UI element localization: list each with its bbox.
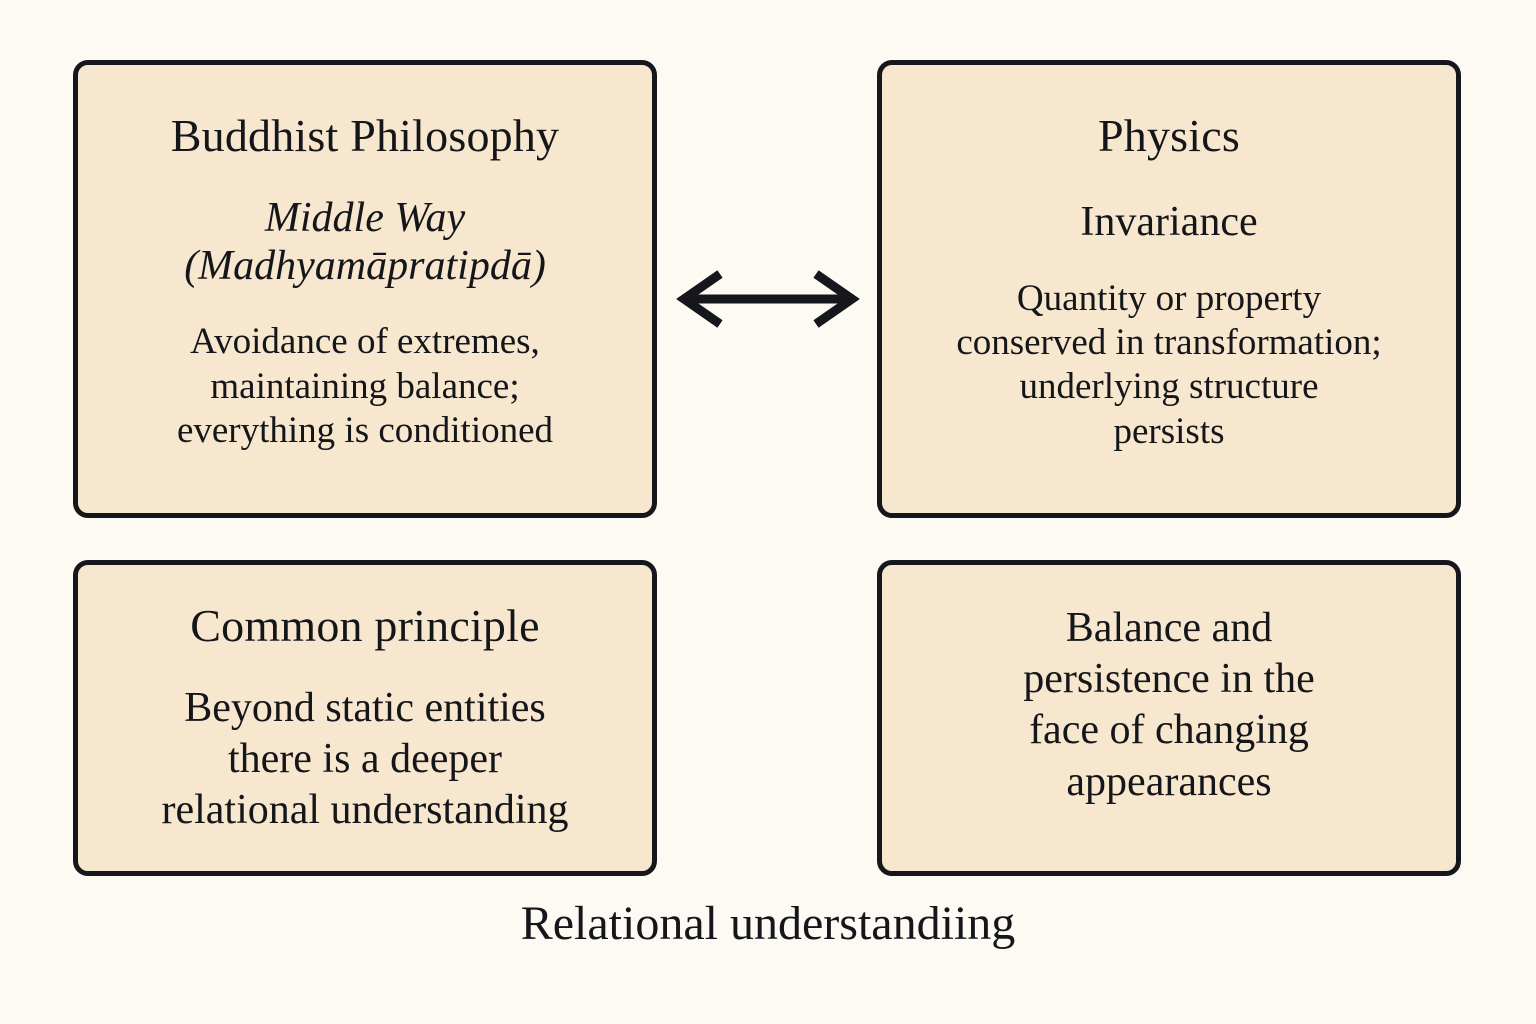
box-subtitle-invariance: Invariance	[1080, 198, 1258, 245]
middle-way-line-2: (Madhyamāpratipdā)	[184, 242, 546, 289]
buddhist-body-line-3: everything is conditioned	[176, 410, 554, 452]
buddhist-body-line-2: maintaining balance;	[210, 365, 520, 407]
middle-way-line-1: Middle Way	[264, 194, 466, 241]
concept-box-balance-persistence: Balance and persistence in the face of c…	[877, 560, 1461, 876]
balance-body-line-3: face of changing	[1029, 707, 1309, 754]
concept-box-physics: Physics Invariance Quantity or property …	[877, 60, 1461, 518]
box-title-buddhist-philosophy: Buddhist Philosophy	[170, 110, 560, 161]
physics-body-line-4: persists	[1113, 410, 1225, 452]
box-body-buddhist-philosophy: Avoidance of extremes, maintaining balan…	[177, 320, 553, 453]
box-body-balance-persistence: Balance and persistence in the face of c…	[1023, 603, 1315, 808]
balance-body-line-4: appearances	[1066, 758, 1272, 805]
box-subtitle-middle-way: Middle Way (Madhyamāpratipdā)	[184, 195, 546, 291]
box-title-physics: Physics	[1098, 110, 1240, 161]
concept-box-common-principle: Common principle Beyond static entities …	[73, 560, 657, 876]
balance-body-line-2: persistence in the	[1023, 656, 1315, 703]
box-body-physics: Quantity or property conserved in transf…	[956, 277, 1381, 455]
buddhist-body-line-1: Avoidance of extremes,	[190, 321, 540, 363]
concept-box-buddhist-philosophy: Buddhist Philosophy Middle Way (Madhyamā…	[73, 60, 657, 518]
box-body-common-principle: Beyond static entities there is a deeper…	[161, 683, 568, 837]
common-body-line-3: relational understanding	[161, 787, 569, 834]
physics-body-line-2: conserved in transformation;	[956, 321, 1382, 363]
physics-body-line-3: underlying structure	[1019, 366, 1319, 408]
diagram-caption: Relational understandiing	[520, 897, 1016, 950]
box-title-common-principle: Common principle	[190, 600, 540, 651]
bidirectional-arrow-icon	[672, 268, 864, 330]
physics-body-line-1: Quantity or property	[1016, 277, 1322, 319]
common-body-line-2: there is a deeper	[227, 735, 502, 782]
balance-body-line-1: Balance and	[1065, 605, 1273, 651]
common-body-line-1: Beyond static entities	[184, 684, 546, 731]
